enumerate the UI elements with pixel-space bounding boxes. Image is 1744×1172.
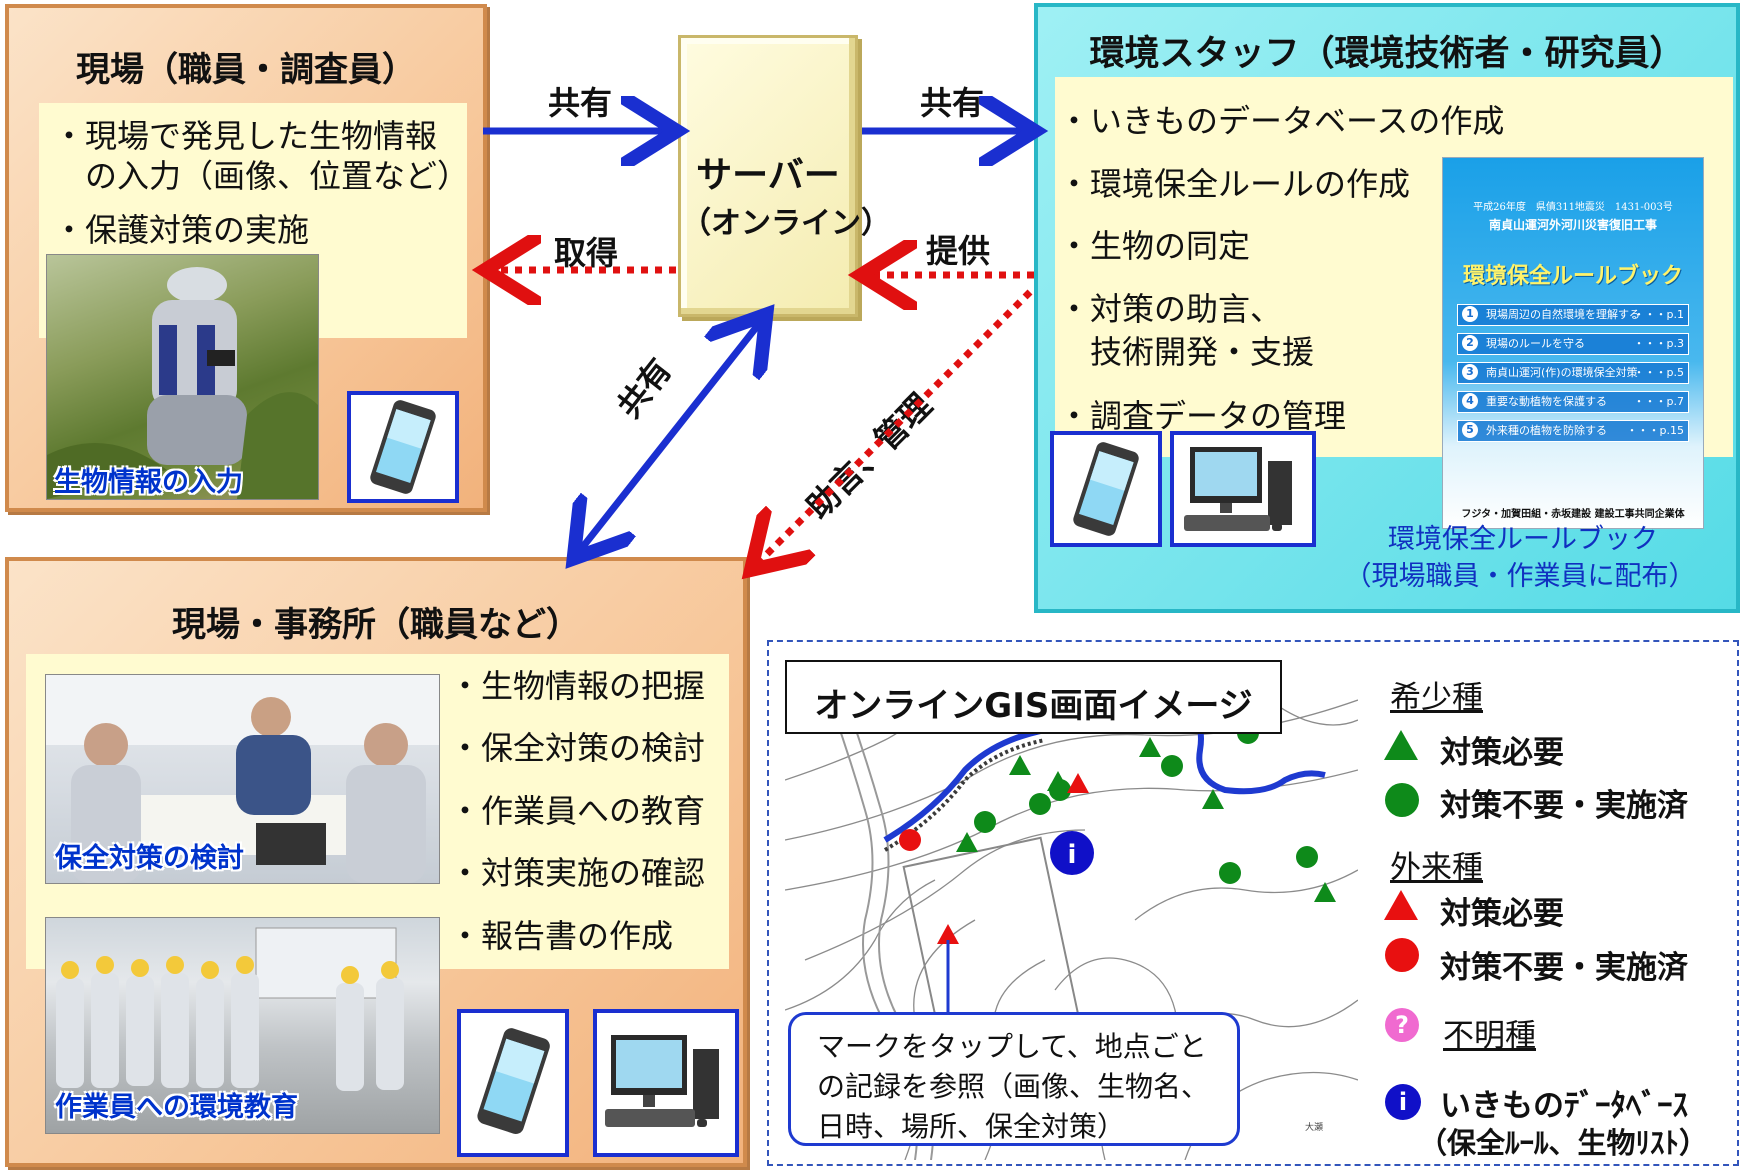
legend-rare-done-icon: [1385, 783, 1419, 817]
label-share-diagonal: 共有: [609, 351, 680, 426]
rulebook-title: 環境保全ルールブック: [1462, 264, 1683, 289]
smartphone-icon: [370, 400, 436, 494]
staff-item-5: 技術開発・支援: [1058, 333, 1315, 371]
office-item-1: ・生物情報の把握: [449, 667, 706, 705]
office-item-2: ・保全対策の検討: [449, 729, 706, 767]
staff-panel-title: 環境スタッフ（環境技術者・研究員）: [1089, 34, 1685, 74]
field-smartphone-box: [347, 391, 459, 503]
rulebook-chapter-title: 現場のルールを守る: [1486, 337, 1585, 350]
field-item-2: の入力（画像、位置など）: [53, 157, 470, 195]
training-scene: [56, 927, 404, 1091]
desktop-pc-icon: [605, 1035, 719, 1127]
staff-desktop-pc-box: [1170, 431, 1316, 547]
office-item-3: ・作業員への教育: [449, 792, 706, 830]
staff-item-6: ・調査データの管理: [1058, 397, 1347, 435]
legend-rare-need-icon: [1384, 730, 1418, 760]
legend-db-line2: （保全ﾙｰﾙ、生物ﾘｽﾄ）: [1418, 1126, 1709, 1160]
rulebook-chapter-title: 外来種の植物を防除する: [1486, 424, 1607, 437]
staff-item-4: ・対策の助言、: [1058, 290, 1283, 328]
map-place-label: 大瀬: [1305, 1121, 1323, 1133]
staff-item-3: ・生物の同定: [1058, 227, 1251, 265]
gis-callout-line-1: マークをタップして、地点ごと: [817, 1030, 1207, 1063]
legend-alien-done-icon: [1385, 938, 1419, 972]
field-item-3: ・保護対策の実施: [53, 211, 310, 249]
field-photo-caption: 生物情報の入力: [54, 467, 243, 498]
field-panel-title: 現場（職員・調査員）: [76, 50, 416, 90]
label-share-top-right: 共有: [920, 84, 985, 122]
rulebook-chapter-page: ・・・p.1: [1633, 308, 1684, 321]
meeting-photo-caption: 保全対策の検討: [55, 843, 244, 874]
legend-db-line1: いきものﾃﾞｰﾀﾍﾞｰｽ: [1440, 1088, 1688, 1124]
label-provide: 提供: [926, 232, 991, 270]
rulebook-footer: フジタ・加賀田組・赤坂建設 建設工事共同企業体: [1461, 509, 1685, 520]
field-worker-photo: [46, 254, 319, 500]
server-title: サーバー: [696, 155, 840, 196]
legend-unknown-icon: ?: [1385, 1008, 1419, 1042]
worker-figure: [47, 267, 318, 499]
office-smartphone-box: [457, 1009, 569, 1157]
rulebook-header1: 平成26年度 県債311地震災 1431-003号: [1473, 202, 1673, 213]
legend-db-icon: i: [1385, 1084, 1421, 1120]
legend-alien-need: 対策必要: [1440, 896, 1564, 932]
staff-item-2: ・環境保全ルールの作成: [1058, 165, 1411, 203]
rulebook-chapter-row: 5 外来種の植物を防除する ・・・p.15: [1457, 420, 1689, 442]
staff-item-1: ・いきものデータベースの作成: [1058, 102, 1505, 140]
legend-rare-done: 対策不要・実施済: [1440, 788, 1688, 824]
training-photo: [45, 917, 440, 1134]
smartphone-icon: [1073, 442, 1139, 536]
gis-title: オンラインGIS画面イメージ: [814, 686, 1253, 726]
legend-rare-need: 対策必要: [1440, 735, 1564, 771]
label-share-top-left: 共有: [548, 84, 613, 122]
rulebook-chapter-number: 5: [1462, 422, 1478, 438]
field-panel: 現場（職員・調査員） ・現場で発見した生物情報 の入力（画像、位置など） ・保護…: [5, 4, 487, 512]
rulebook-chapter-number: 1: [1462, 306, 1478, 322]
office-panel-title: 現場・事務所（職員など）: [172, 605, 580, 645]
rulebook-chapter-page: ・・・p.15: [1626, 424, 1684, 437]
smartphone-icon: [477, 1028, 550, 1134]
desktop-pc-icon: [1184, 447, 1292, 531]
meeting-scene: [46, 675, 439, 883]
rulebook-chapter-page: ・・・p.3: [1633, 337, 1684, 350]
rulebook-cover[interactable]: 平成26年度 県債311地震災 1431-003号 南貞山運河外河川災害復旧工事…: [1442, 157, 1704, 529]
rulebook-header2: 南貞山運河外河川災害復旧工事: [1488, 218, 1657, 232]
rulebook-chapter-number: 4: [1462, 393, 1478, 409]
staff-smartphone-box: [1050, 431, 1162, 547]
label-acquire: 取得: [554, 234, 619, 272]
office-panel: 現場・事務所（職員など） ・生物情報の把握 ・保全対策の検討 ・作業員への教育 …: [5, 557, 747, 1167]
rulebook-chapter-list: 1 現場周辺の自然環境を理解する・・・p.1 2 現場のルールを守る ・・・p.3 3 南貞…: [1457, 304, 1689, 449]
server-subtitle: （オンライン）: [681, 206, 891, 241]
arrow-server-office-share: [578, 320, 762, 553]
rulebook-chapter-row: 2 現場のルールを守る ・・・p.3: [1457, 333, 1689, 355]
gis-title-box: オンラインGIS画面イメージ: [785, 660, 1282, 734]
server-box: サーバー （オンライン）: [678, 35, 891, 317]
office-item-5: ・報告書の作成: [449, 917, 674, 955]
label-advice-manage: 助言、管理: [799, 386, 940, 527]
meeting-photo: [45, 674, 440, 884]
office-desktop-pc-box: [593, 1009, 739, 1157]
legend-alien-header: 外来種: [1390, 850, 1483, 886]
training-photo-caption: 作業員への環境教育: [55, 1092, 298, 1123]
rulebook-caption-1: 環境保全ルールブック: [1388, 524, 1658, 555]
legend-unknown: 不明種: [1443, 1018, 1536, 1054]
legend-alien-done: 対策不要・実施済: [1440, 950, 1688, 986]
legend-alien-need-icon: [1384, 890, 1418, 920]
rulebook-chapter-row: 4 重要な動植物を保護する ・・・p.7: [1457, 391, 1689, 413]
rulebook-chapter-title: 重要な動植物を保護する: [1486, 395, 1607, 408]
rulebook-chapter-page: ・・・p.7: [1633, 395, 1684, 408]
gis-callout-line-3: 日時、場所、保全対策）: [817, 1110, 1126, 1143]
rulebook-caption-2: （現場職員・作業員に配布）: [1344, 561, 1696, 592]
rulebook-chapter-row: 3 南貞山運河(作)の環境保全対策・・・p.5: [1457, 362, 1689, 384]
rulebook-chapter-number: 2: [1462, 335, 1478, 351]
office-item-4: ・対策実施の確認: [449, 854, 706, 892]
field-item-1: ・現場で発見した生物情報: [53, 117, 438, 155]
legend-rare-header: 希少種: [1390, 680, 1483, 716]
rulebook-chapter-page: ・・・p.5: [1633, 366, 1684, 379]
gis-callout: マークをタップして、地点ごと の記録を参照（画像、生物名、 日時、場所、保全対策…: [788, 1012, 1240, 1146]
rulebook-chapter-title: 現場周辺の自然環境を理解する: [1486, 308, 1640, 321]
rulebook-chapter-title: 南貞山運河(作)の環境保全対策: [1486, 366, 1638, 379]
gis-callout-line-2: の記録を参照（画像、生物名、: [817, 1070, 1210, 1103]
rulebook-chapter-number: 3: [1462, 364, 1478, 380]
staff-panel: 環境スタッフ（環境技術者・研究員） ・いきものデータベースの作成 ・環境保全ルー…: [1034, 3, 1740, 613]
rulebook-chapter-row: 1 現場周辺の自然環境を理解する・・・p.1: [1457, 304, 1689, 326]
